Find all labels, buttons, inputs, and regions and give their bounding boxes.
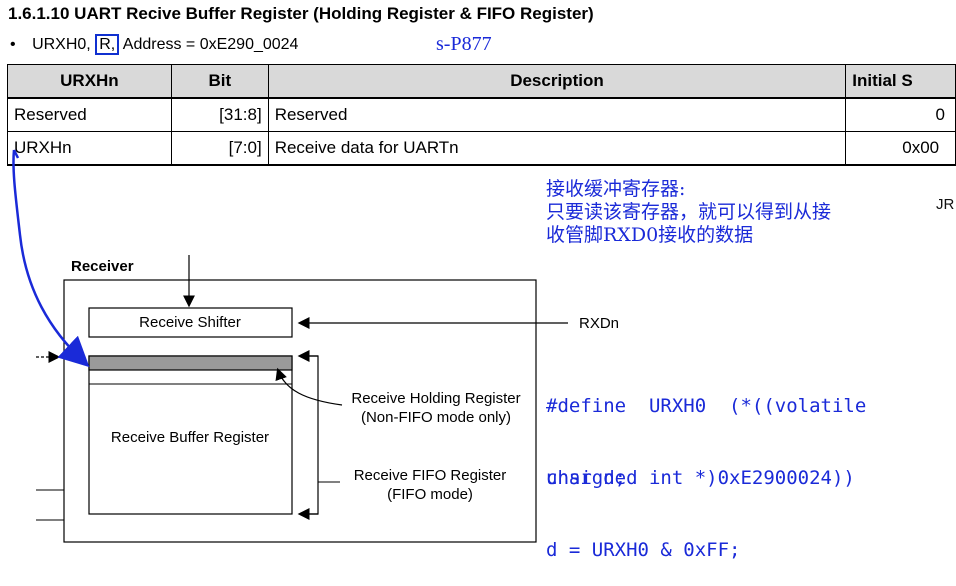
- table-cell: URXHn: [7, 131, 172, 166]
- receive-buffer-label: Receive Buffer Register: [111, 429, 269, 446]
- table-cell: [31:8]: [170, 97, 269, 132]
- holding-register-sublabel: (Non-FIFO mode only): [361, 409, 511, 426]
- annotation-line: 收管脚RXD0接收的数据: [546, 224, 754, 246]
- table-header: URXHn: [7, 64, 172, 99]
- register-address: Address = 0xE290_0024: [122, 36, 299, 53]
- table-row: URXHn [7:0] Receive data for UARTn 0x00: [7, 131, 956, 166]
- table-header: Bit: [170, 64, 269, 99]
- table-cell: 0x00: [845, 131, 956, 166]
- register-access-highlight: R,: [95, 34, 120, 55]
- register-table: URXHn Bit Description Initial S Reserved…: [7, 64, 956, 166]
- chinese-annotation: 接收缓冲寄存器: 只要读该寄存器，就可以得到从接 收管脚RXD0接收的数据: [546, 178, 831, 247]
- table-cell: 0: [845, 97, 956, 132]
- table-cell: [7:0]: [170, 131, 269, 166]
- bullet: •: [10, 36, 16, 53]
- rxd-label: RXDn: [579, 315, 619, 332]
- section-title: 1.6.1.10 UART Recive Buffer Register (Ho…: [8, 4, 594, 23]
- receiver-label: Receiver: [71, 258, 134, 275]
- table-header-row: URXHn Bit Description Initial S: [7, 64, 956, 99]
- table-row: Reserved [31:8] Reserved 0: [7, 97, 956, 132]
- fifo-register-label: Receive FIFO Register: [354, 467, 507, 484]
- table-cell: Reserved: [7, 97, 172, 132]
- register-info-line: • URXH0, R, Address = 0xE290_0024: [10, 34, 299, 55]
- table-cell: Reserved: [267, 97, 847, 132]
- code-line: unsigned int *)0xE2900024)): [546, 467, 855, 489]
- receive-shifter-box: [88, 307, 293, 338]
- code-line: char d;: [546, 467, 627, 489]
- table-cell: Receive data for UARTn: [267, 131, 847, 166]
- code-line: #define URXH0 (*((volatile: [546, 395, 867, 417]
- holding-register-label: Receive Holding Register: [351, 390, 520, 407]
- cropped-text: JR: [936, 196, 955, 213]
- fifo-register-sublabel: (FIFO mode): [387, 486, 473, 503]
- annotation-line: 只要读该寄存器，就可以得到从接: [546, 201, 832, 223]
- code-usage-block: char d; d = URXH0 & 0xFF;: [546, 418, 740, 586]
- table-header: Description: [267, 64, 847, 99]
- register-name: URXH0,: [32, 36, 91, 53]
- annotation-line: 接收缓冲寄存器:: [546, 178, 686, 200]
- receiver-block-diagram: Receiver Receive Shifter RXDn Receive Bu…: [12, 149, 619, 543]
- holding-register-bar: [88, 355, 293, 371]
- receiver-box: [63, 279, 537, 543]
- page-reference-note: s-P877: [436, 33, 492, 55]
- annotation-arrow-tail: [12, 149, 20, 159]
- table-header: Initial S: [845, 64, 956, 99]
- holding-pointer-arrow: [275, 367, 343, 406]
- receive-shifter-label: Receive Shifter: [139, 314, 241, 331]
- fifo-bracket: [300, 355, 319, 515]
- annotation-arrow: [12, 149, 90, 368]
- code-line: d = URXH0 & 0xFF;: [546, 539, 741, 561]
- code-define-block: #define URXH0 (*((volatile unsigned int …: [546, 346, 866, 514]
- receive-buffer-box: [88, 355, 293, 515]
